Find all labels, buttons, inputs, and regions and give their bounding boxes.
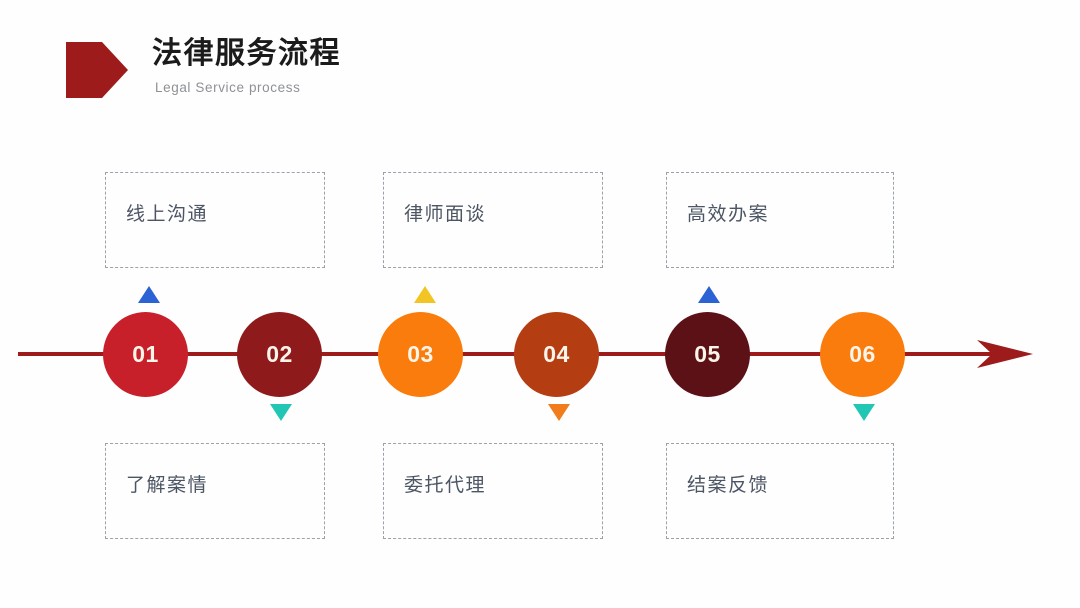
caption-box-bottom-2: 委托代理 [383,443,603,539]
step-number: 02 [266,341,293,367]
triangle-down-icon [548,404,570,421]
caption-label: 高效办案 [687,204,770,225]
step-number: 04 [543,341,570,367]
triangle-up-icon [698,286,720,303]
step-node-04[interactable]: 04 [514,312,599,397]
caption-box-top-3: 高效办案 [666,172,894,268]
step-node-06[interactable]: 06 [820,312,905,397]
step-number: 03 [407,341,434,367]
step-node-03[interactable]: 03 [378,312,463,397]
pentagon-arrow-icon [66,42,128,98]
slide-header: 法律服务流程 Legal Service process [66,34,341,100]
triangle-down-icon [853,404,875,421]
triangle-down-icon [270,404,292,421]
step-number: 06 [849,341,876,367]
step-node-01[interactable]: 01 [103,312,188,397]
caption-label: 线上沟通 [126,204,209,225]
page-title: 法律服务流程 [152,37,341,70]
caption-box-bottom-1: 了解案情 [105,443,325,539]
triangle-up-icon [138,286,160,303]
caption-label: 律师面谈 [404,204,487,225]
caption-label: 了解案情 [126,475,209,496]
triangle-up-icon [414,286,436,303]
right-arrowhead-icon [977,340,1033,368]
timeline-axis [18,352,1003,356]
caption-label: 委托代理 [404,475,487,496]
caption-label: 结案反馈 [687,475,770,496]
header-text-group: 法律服务流程 Legal Service process [152,34,341,95]
caption-box-bottom-3: 结案反馈 [666,443,894,539]
step-node-02[interactable]: 02 [237,312,322,397]
step-number: 01 [132,341,159,367]
step-node-05[interactable]: 05 [665,312,750,397]
caption-box-top-1: 线上沟通 [105,172,325,268]
caption-box-top-2: 律师面谈 [383,172,603,268]
step-number: 05 [694,341,721,367]
page-subtitle: Legal Service process [155,80,301,95]
